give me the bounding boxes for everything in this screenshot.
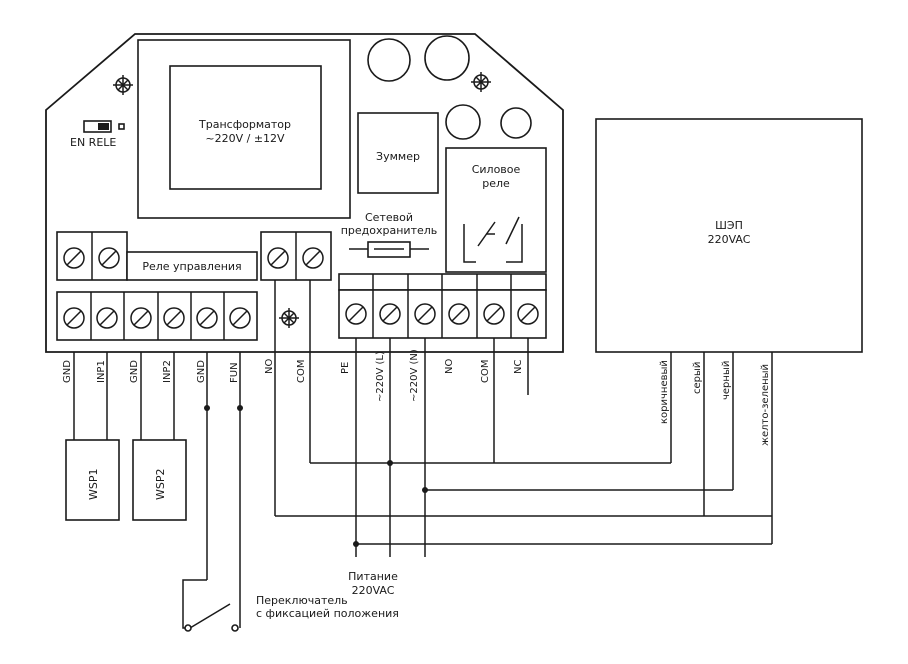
- switch-contact: [231, 624, 239, 632]
- transformer-label: Трансформатор: [198, 118, 291, 131]
- capacitor-4: [500, 107, 532, 139]
- sensor-wsp1-label: WSP1: [87, 469, 100, 501]
- screw-terminal: [267, 247, 289, 269]
- terminal-label-inp1: INP1: [96, 360, 107, 383]
- control-relay-label: Реле управления: [142, 260, 241, 273]
- screw-terminal: [448, 303, 470, 325]
- terminal-label-no: NO: [264, 359, 275, 374]
- mounting-screw-left: [113, 75, 133, 95]
- junction-dot: [204, 405, 210, 411]
- power-relay-label-2: реле: [482, 177, 510, 190]
- power-relay-label-1: Силовое: [472, 163, 521, 176]
- screw-terminal: [345, 303, 367, 325]
- terminal-label-inp2: INP2: [162, 360, 173, 383]
- switch-wires: [182, 352, 241, 629]
- sensor-wsp2: [132, 439, 187, 521]
- wire-label-yellow-green: желто-зеленый: [760, 364, 771, 446]
- screw-terminal: [517, 303, 539, 325]
- jumper-header: [83, 120, 112, 133]
- screw-terminal: [483, 303, 505, 325]
- terminal-label-gnd3: GND: [196, 360, 207, 383]
- wire-label-brown: коричневый: [659, 360, 670, 424]
- switch-label-1: Переключатель: [256, 594, 348, 607]
- switch-label-2: с фиксацией положения: [256, 607, 399, 620]
- sensor-wires: [73, 352, 175, 440]
- junction-dot: [237, 405, 243, 411]
- terminal-label-fun: FUN: [229, 362, 240, 383]
- shep-label: ШЭП: [715, 219, 743, 232]
- screw-terminal: [229, 307, 251, 329]
- screw-terminal: [163, 307, 185, 329]
- fuse-label-1: Сетевой: [365, 211, 413, 224]
- fuse-symbol: [349, 241, 429, 258]
- wire-label-black: черный: [721, 361, 732, 400]
- sensor-wsp1: [65, 439, 120, 521]
- screw-terminal: [379, 303, 401, 325]
- switch-contact: [184, 624, 192, 632]
- power-relay: [445, 147, 547, 273]
- screw-terminal: [130, 307, 152, 329]
- controller-housing: [45, 33, 564, 353]
- transformer-core: [169, 65, 322, 190]
- screw-terminal: [63, 307, 85, 329]
- junction-dot: [353, 541, 359, 547]
- power-label-1: Питание: [348, 570, 398, 583]
- screw-terminal: [196, 307, 218, 329]
- screw-terminal: [63, 247, 85, 269]
- junction-dot: [422, 487, 428, 493]
- shep-voltage: 220VAC: [708, 233, 751, 246]
- terminal-label-gnd2: GND: [129, 360, 140, 383]
- terminal-label-nc: NC: [513, 360, 524, 374]
- mounting-screw-right: [471, 72, 491, 92]
- power-wires: [274, 280, 773, 557]
- junction-dot: [387, 460, 393, 466]
- fuse-label-2: предохранитель: [341, 224, 438, 237]
- terminal-label-com: COM: [296, 360, 307, 383]
- jumper-pin: [118, 123, 125, 130]
- capacitor-1: [367, 38, 411, 82]
- screw-terminal: [98, 247, 120, 269]
- screw-terminal: [414, 303, 436, 325]
- transformer-voltage: ~220V / ±12V: [205, 132, 285, 145]
- terminal-label-l: ~220V (L): [375, 351, 386, 402]
- jumper-label: EN RELE: [70, 136, 116, 149]
- screw-terminal: [302, 247, 324, 269]
- screw-terminal: [96, 307, 118, 329]
- capacitor-3: [445, 104, 481, 140]
- buzzer-label: Зуммер: [376, 150, 420, 163]
- relay-contact-symbol: [463, 216, 523, 263]
- terminal-label-pe: PE: [340, 362, 351, 374]
- wire-label-grey: серый: [692, 362, 703, 394]
- control-relay: [126, 251, 258, 281]
- mounting-screw-bottom: [279, 308, 299, 328]
- buzzer: [357, 112, 439, 194]
- terminal-block-inputs: [56, 291, 258, 341]
- jumper-cap: [98, 123, 109, 130]
- terminal-label-no2: NO: [444, 359, 455, 374]
- terminal-label-n: ~220V (N): [409, 349, 420, 402]
- terminal-label-com2: COM: [480, 360, 491, 383]
- power-label-2: 220VAC: [352, 584, 395, 597]
- capacitor-2: [424, 35, 470, 81]
- sensor-wsp2-label: WSP2: [154, 469, 167, 501]
- terminal-label-gnd1: GND: [62, 360, 73, 383]
- shep-box: [595, 118, 863, 353]
